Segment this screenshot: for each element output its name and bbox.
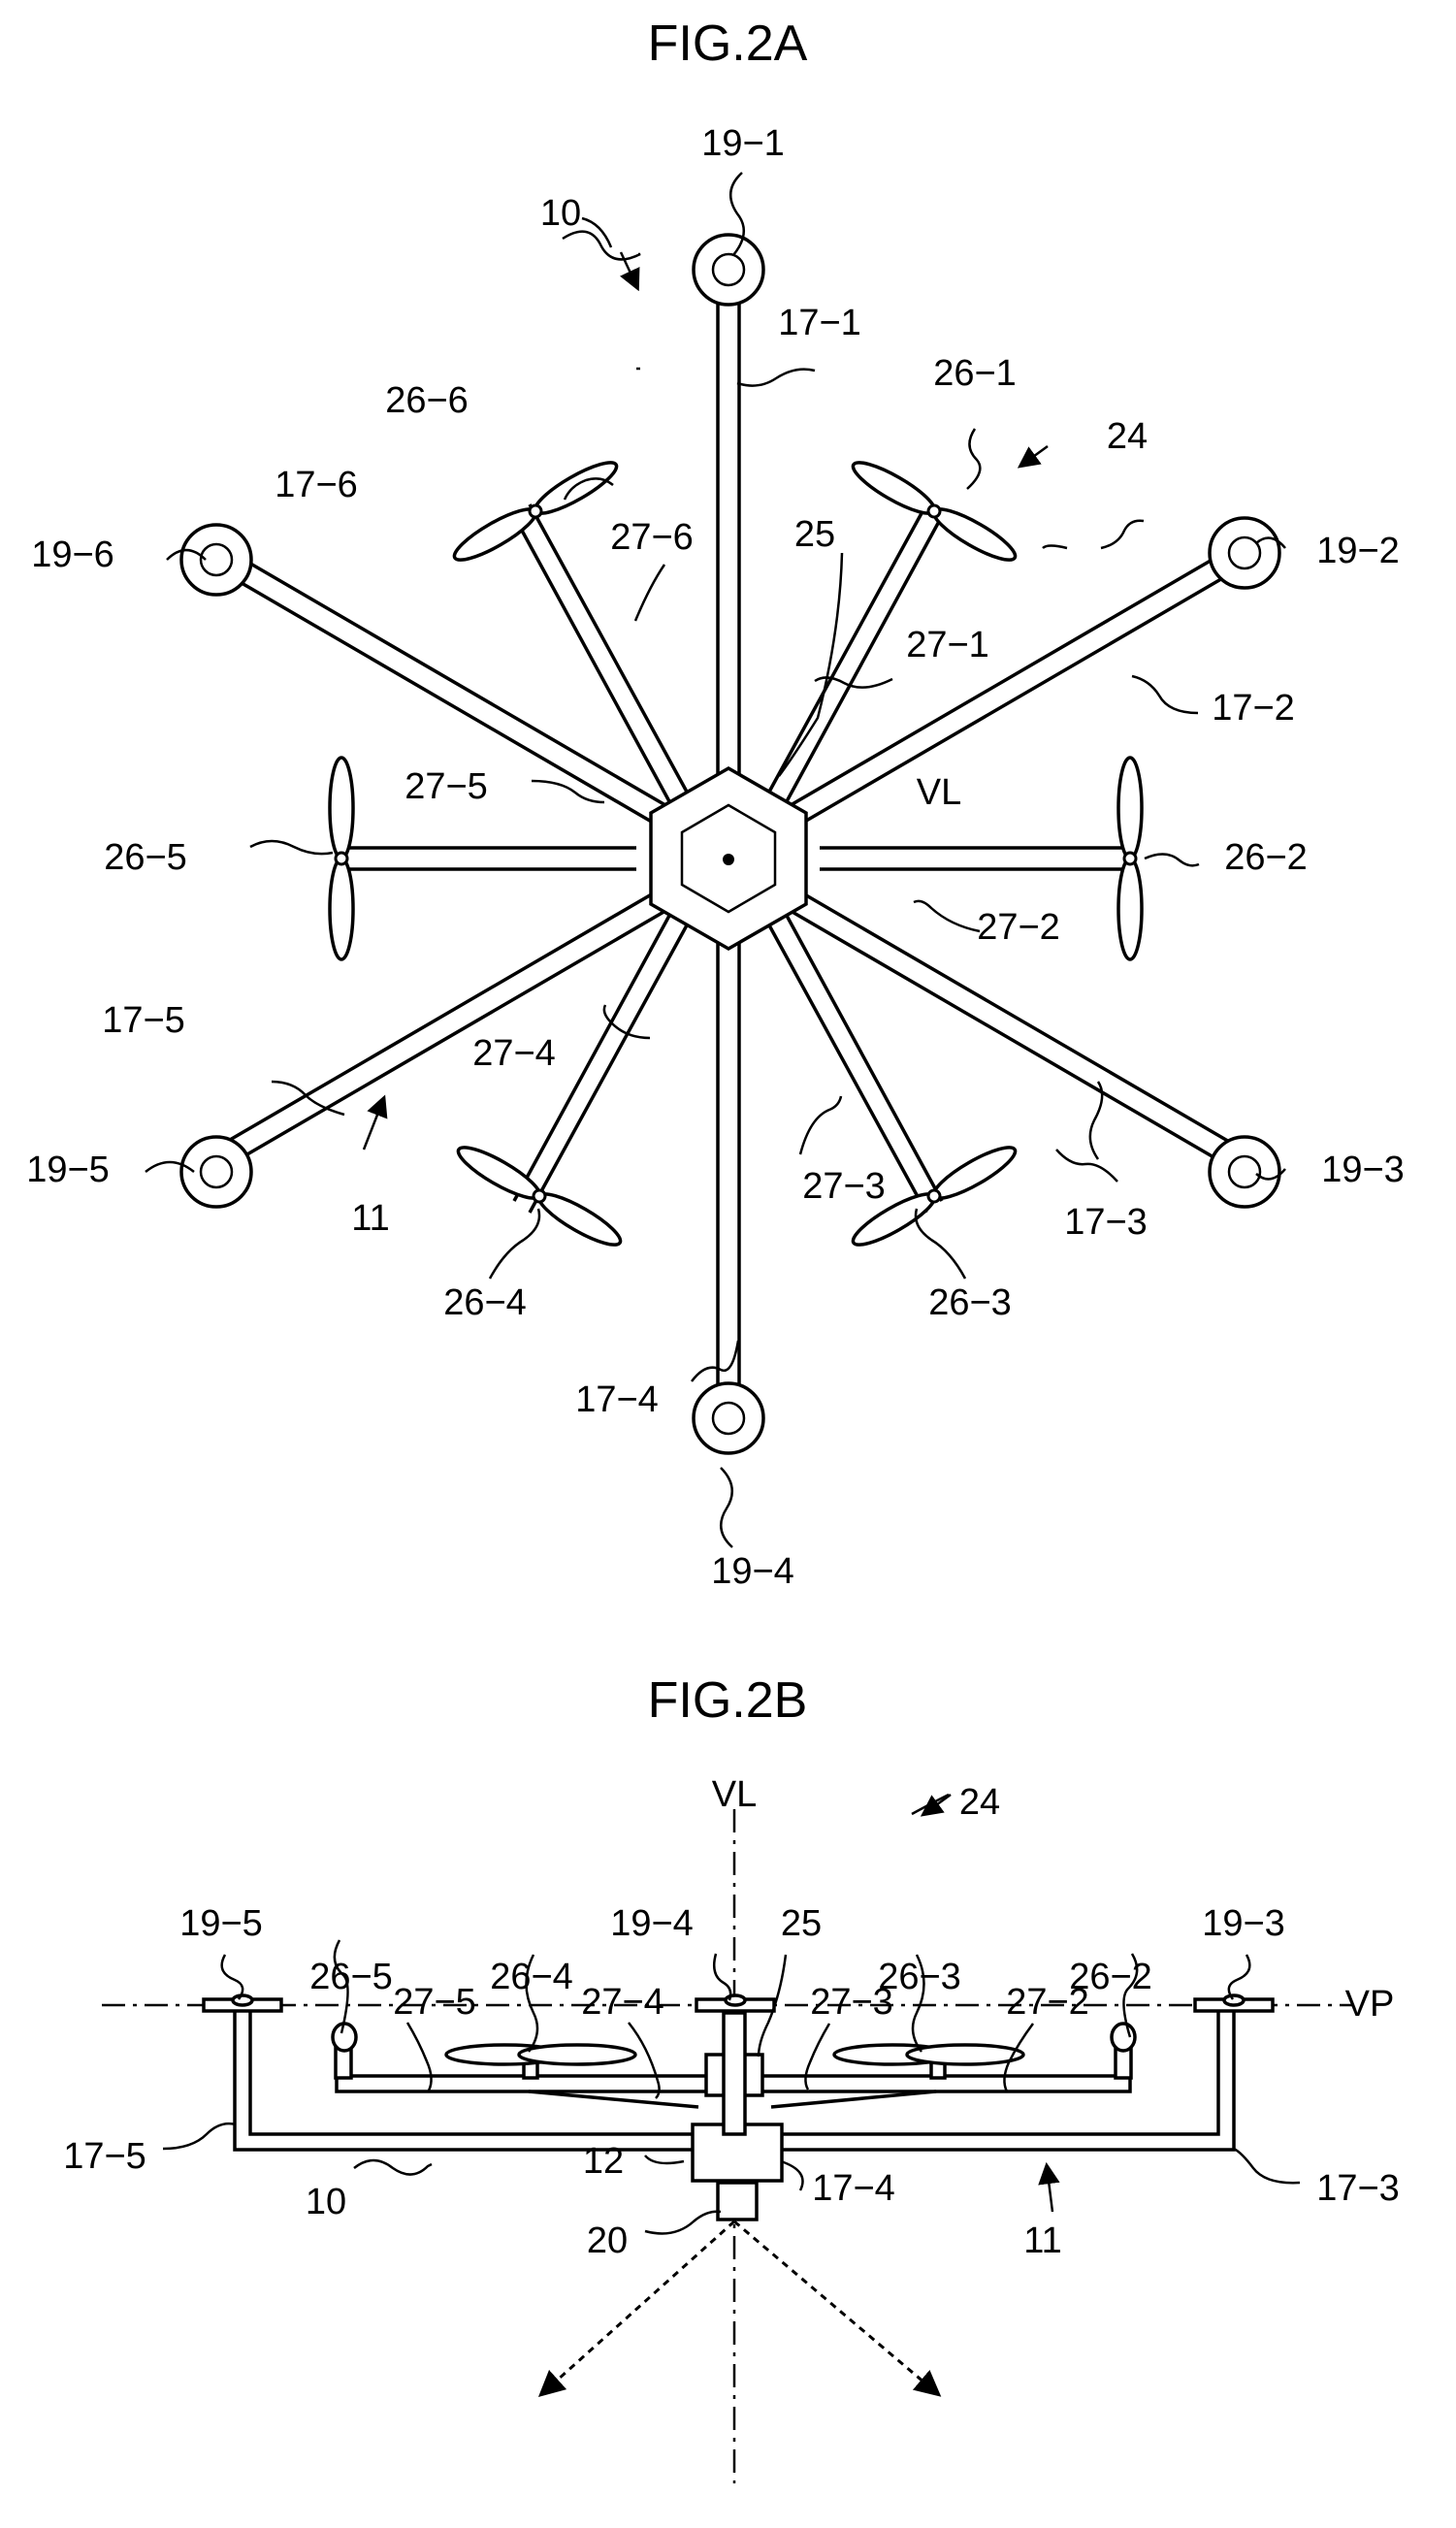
leg-tip-19-1	[694, 235, 763, 305]
label-17-4-side: 17−4	[812, 2168, 895, 2209]
label-26-4-side: 26−4	[490, 1957, 573, 1997]
label-27-5: 27−5	[404, 766, 488, 807]
label-26-5-side: 26−5	[309, 1957, 393, 1997]
label-19-5-side: 19−5	[179, 1903, 263, 1944]
label-19-4: 19−4	[711, 1551, 794, 1592]
frame-arm-17-1	[718, 283, 739, 795]
label-26-5: 26−5	[104, 837, 187, 878]
label-10-side: 10	[306, 2182, 346, 2222]
fig-2a-title: FIG.2A	[648, 16, 808, 72]
label-10: 10	[540, 193, 581, 234]
label-20: 20	[587, 2220, 628, 2261]
leg-tip-19-6	[181, 525, 251, 595]
camera-20	[718, 2183, 757, 2220]
label-17-2: 17−2	[1212, 688, 1295, 729]
label-19-3-side: 19−3	[1202, 1903, 1285, 1944]
propeller-26-6	[449, 455, 622, 568]
label-26-4: 26−4	[443, 1282, 527, 1323]
label-25-side: 25	[781, 1903, 822, 1944]
label-25: 25	[794, 514, 835, 555]
label-11: 11	[351, 1198, 389, 1239]
label-27-6: 27−6	[610, 517, 694, 558]
label-17-4: 17−4	[575, 1379, 659, 1420]
propeller-26-5-side	[333, 2024, 356, 2051]
propeller-26-2-side	[1112, 2024, 1135, 2051]
fig-2b-title: FIG.2B	[648, 1672, 808, 1729]
label-27-3-side: 27−3	[810, 1982, 893, 2023]
label-17-6: 17−6	[275, 465, 358, 505]
label-27-1: 27−1	[906, 625, 989, 665]
label-24: 24	[1107, 416, 1148, 457]
label-19-1: 19−1	[701, 123, 785, 164]
leg-tip-19-4	[694, 1383, 763, 1453]
leg-tip-19-2	[1210, 518, 1279, 588]
rotor-arm-27-2	[820, 848, 1125, 869]
arrow-10-squiggle	[563, 232, 640, 260]
label-19-3: 19−3	[1321, 1150, 1405, 1190]
label-27-4: 27−4	[472, 1033, 556, 1074]
foot-pads	[204, 1995, 1273, 2011]
sensing-arrow-right	[734, 2221, 931, 2388]
label-17-5: 17−5	[102, 1000, 185, 1041]
label-17-1: 17−1	[778, 303, 861, 343]
frame-arm-17-5	[218, 892, 665, 1165]
label-19-5: 19−5	[26, 1150, 110, 1190]
label-11-side: 11	[1023, 2220, 1061, 2261]
label-19-6: 19−6	[31, 535, 114, 575]
label-27-4-side: 27−4	[581, 1982, 664, 2023]
label-12: 12	[583, 2141, 624, 2182]
label-24-side: 24	[959, 1782, 1000, 1823]
frame-arm-17-4	[718, 922, 739, 1385]
label-26-2: 26−2	[1224, 837, 1308, 878]
propeller-26-3-side-b	[907, 2045, 1023, 2064]
label-26-1: 26−1	[933, 353, 1017, 394]
rotor-arm-27-5	[341, 848, 636, 869]
central-hub-25	[651, 768, 806, 949]
leg-17-4-side	[724, 2013, 745, 2134]
propeller-26-4-side-b	[519, 2045, 635, 2064]
figure-2a: FIG.2A	[26, 16, 1405, 1592]
propeller-26-2	[1118, 758, 1142, 959]
label-17-3-side: 17−3	[1316, 2168, 1400, 2209]
propeller-26-1	[848, 455, 1020, 568]
label-19-4-side: 19−4	[610, 1903, 694, 1944]
arrow-24-squiggle	[912, 1795, 949, 1814]
label-vl-side: VL	[712, 1774, 757, 1815]
label-27-5-side: 27−5	[393, 1982, 476, 2023]
label-26-6: 26−6	[385, 380, 469, 421]
figure-2b: FIG.2B	[63, 1672, 1400, 2483]
label-27-2-side: 27−2	[1006, 1982, 1089, 2023]
propeller-26-5	[330, 758, 353, 959]
label-19-2: 19−2	[1316, 531, 1400, 571]
hub-side	[693, 2013, 782, 2220]
label-17-3: 17−3	[1064, 1202, 1148, 1243]
label-vp: VP	[1345, 1984, 1395, 2025]
label-26-3: 26−3	[928, 1282, 1012, 1323]
vertical-axis-vl-dot	[723, 854, 734, 865]
label-27-3: 27−3	[802, 1166, 886, 1207]
leg-tip-19-5	[181, 1137, 251, 1207]
leg-tip-19-3	[1210, 1137, 1279, 1207]
label-17-5-side: 17−5	[63, 2136, 146, 2177]
label-vl: VL	[917, 772, 961, 813]
sensing-arrow-left	[548, 2221, 734, 2388]
label-27-2: 27−2	[977, 907, 1060, 948]
